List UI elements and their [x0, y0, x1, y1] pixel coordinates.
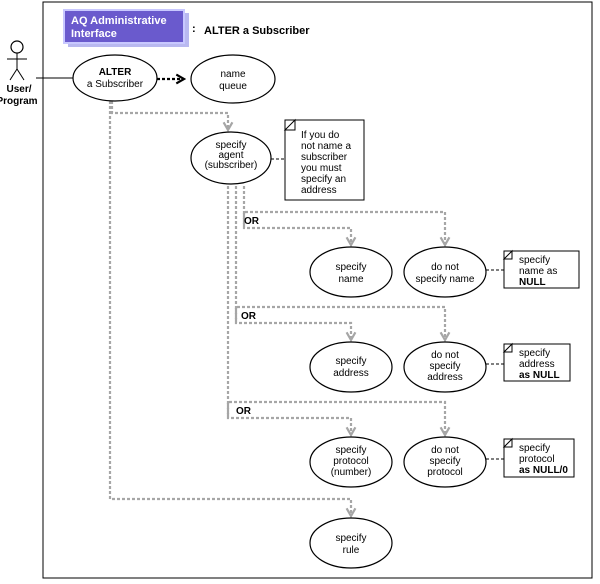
protocol-note: specify protocol as NULL/0	[502, 437, 575, 478]
node-not-specify-address-line3: address	[427, 372, 463, 383]
connector-to-not-specify-name	[242, 210, 451, 248]
header-badge: AQ Administrative Interface	[63, 9, 189, 47]
agent-note-line5: specify an	[301, 174, 346, 185]
address-note-line3: as NULL	[519, 370, 560, 381]
actor-label-line1: User/	[6, 84, 31, 95]
node-not-specify-protocol: do not specify protocol	[403, 436, 487, 488]
badge-line1: AQ Administrative	[71, 15, 167, 27]
node-specify-name-line1: specify	[335, 262, 366, 273]
node-name-queue-line2: queue	[219, 81, 247, 92]
node-not-specify-name: do not specify name	[403, 246, 487, 298]
node-specify-address: specify address	[309, 341, 393, 393]
node-specify-address-line1: specify	[335, 356, 366, 367]
connector-to-specify-name	[242, 186, 357, 248]
node-not-specify-address-line2: specify	[429, 361, 460, 372]
node-agent-line2: agent	[218, 150, 243, 161]
or-label-1: OR	[244, 216, 260, 227]
node-not-specify-name-line2: specify name	[416, 274, 475, 285]
actor-label-line2: Program	[0, 96, 38, 107]
connector-to-not-specify-protocol	[226, 400, 451, 438]
node-alter-line2: a Subscriber	[87, 79, 144, 90]
connector-to-specify-address	[234, 186, 357, 343]
agent-note-line4: you must	[301, 163, 342, 174]
user-actor-icon	[7, 40, 27, 81]
or-label-2: OR	[241, 311, 257, 322]
protocol-note-line2: protocol	[519, 454, 555, 465]
or-label-3: OR	[236, 406, 252, 417]
node-specify-address-line2: address	[333, 368, 369, 379]
node-specify-protocol-line1: specify	[335, 445, 366, 456]
node-not-specify-name-line1: do not	[431, 262, 459, 273]
agent-note-line3: subscriber	[301, 152, 348, 163]
node-specify-protocol: specify protocol (number)	[309, 436, 393, 488]
protocol-note-line1: specify	[519, 443, 550, 454]
node-specify-rule-line2: rule	[343, 545, 360, 556]
header-colon: :	[192, 23, 196, 35]
node-name-queue: name queue	[190, 54, 276, 104]
node-not-specify-address-line1: do not	[431, 350, 459, 361]
connector-to-not-specify-address	[234, 305, 451, 343]
node-specify-rule-line1: specify	[335, 533, 366, 544]
protocol-note-line3: as NULL/0	[519, 465, 568, 476]
agent-note-line2: not name a	[301, 141, 351, 152]
name-note: specify name as NULL	[502, 249, 580, 289]
node-specify-name-line2: name	[338, 274, 363, 285]
name-note-line3: NULL	[519, 277, 546, 288]
node-agent-line3: (subscriber)	[205, 160, 258, 171]
connector-to-rule	[108, 101, 357, 519]
node-not-specify-protocol-line3: protocol	[427, 467, 463, 478]
connector-to-specify-protocol	[226, 186, 357, 438]
node-not-specify-protocol-line1: do not	[431, 445, 459, 456]
address-note-line1: specify	[519, 348, 550, 359]
node-agent-line1: specify	[215, 140, 246, 151]
node-specify-name: specify name	[309, 246, 393, 298]
node-specify-protocol-line3: (number)	[331, 467, 372, 478]
diagram-frame	[42, 1, 593, 579]
connectors	[108, 101, 451, 519]
name-note-line1: specify	[519, 255, 550, 266]
node-specify-agent: specify agent (subscriber)	[190, 131, 272, 185]
agent-note: If you do not name a subscriber you must…	[283, 118, 365, 201]
node-alter-subscriber: ALTER a Subscriber	[72, 54, 158, 102]
node-name-queue-line1: name	[220, 69, 245, 80]
name-note-line2: name as	[519, 266, 557, 277]
page-title: ALTER a Subscriber	[204, 25, 310, 37]
agent-note-line6: address	[301, 185, 337, 196]
node-alter-line1: ALTER	[99, 67, 132, 78]
agent-note-line1: If you do	[301, 130, 340, 141]
badge-line2: Interface	[71, 28, 117, 40]
address-note-line2: address	[519, 359, 555, 370]
node-specify-protocol-line2: protocol	[333, 456, 369, 467]
node-specify-rule: specify rule	[309, 517, 393, 569]
node-not-specify-protocol-line2: specify	[429, 456, 460, 467]
node-not-specify-address: do not specify address	[403, 341, 487, 393]
address-note: specify address as NULL	[502, 342, 571, 382]
connector-to-agent	[110, 101, 234, 133]
